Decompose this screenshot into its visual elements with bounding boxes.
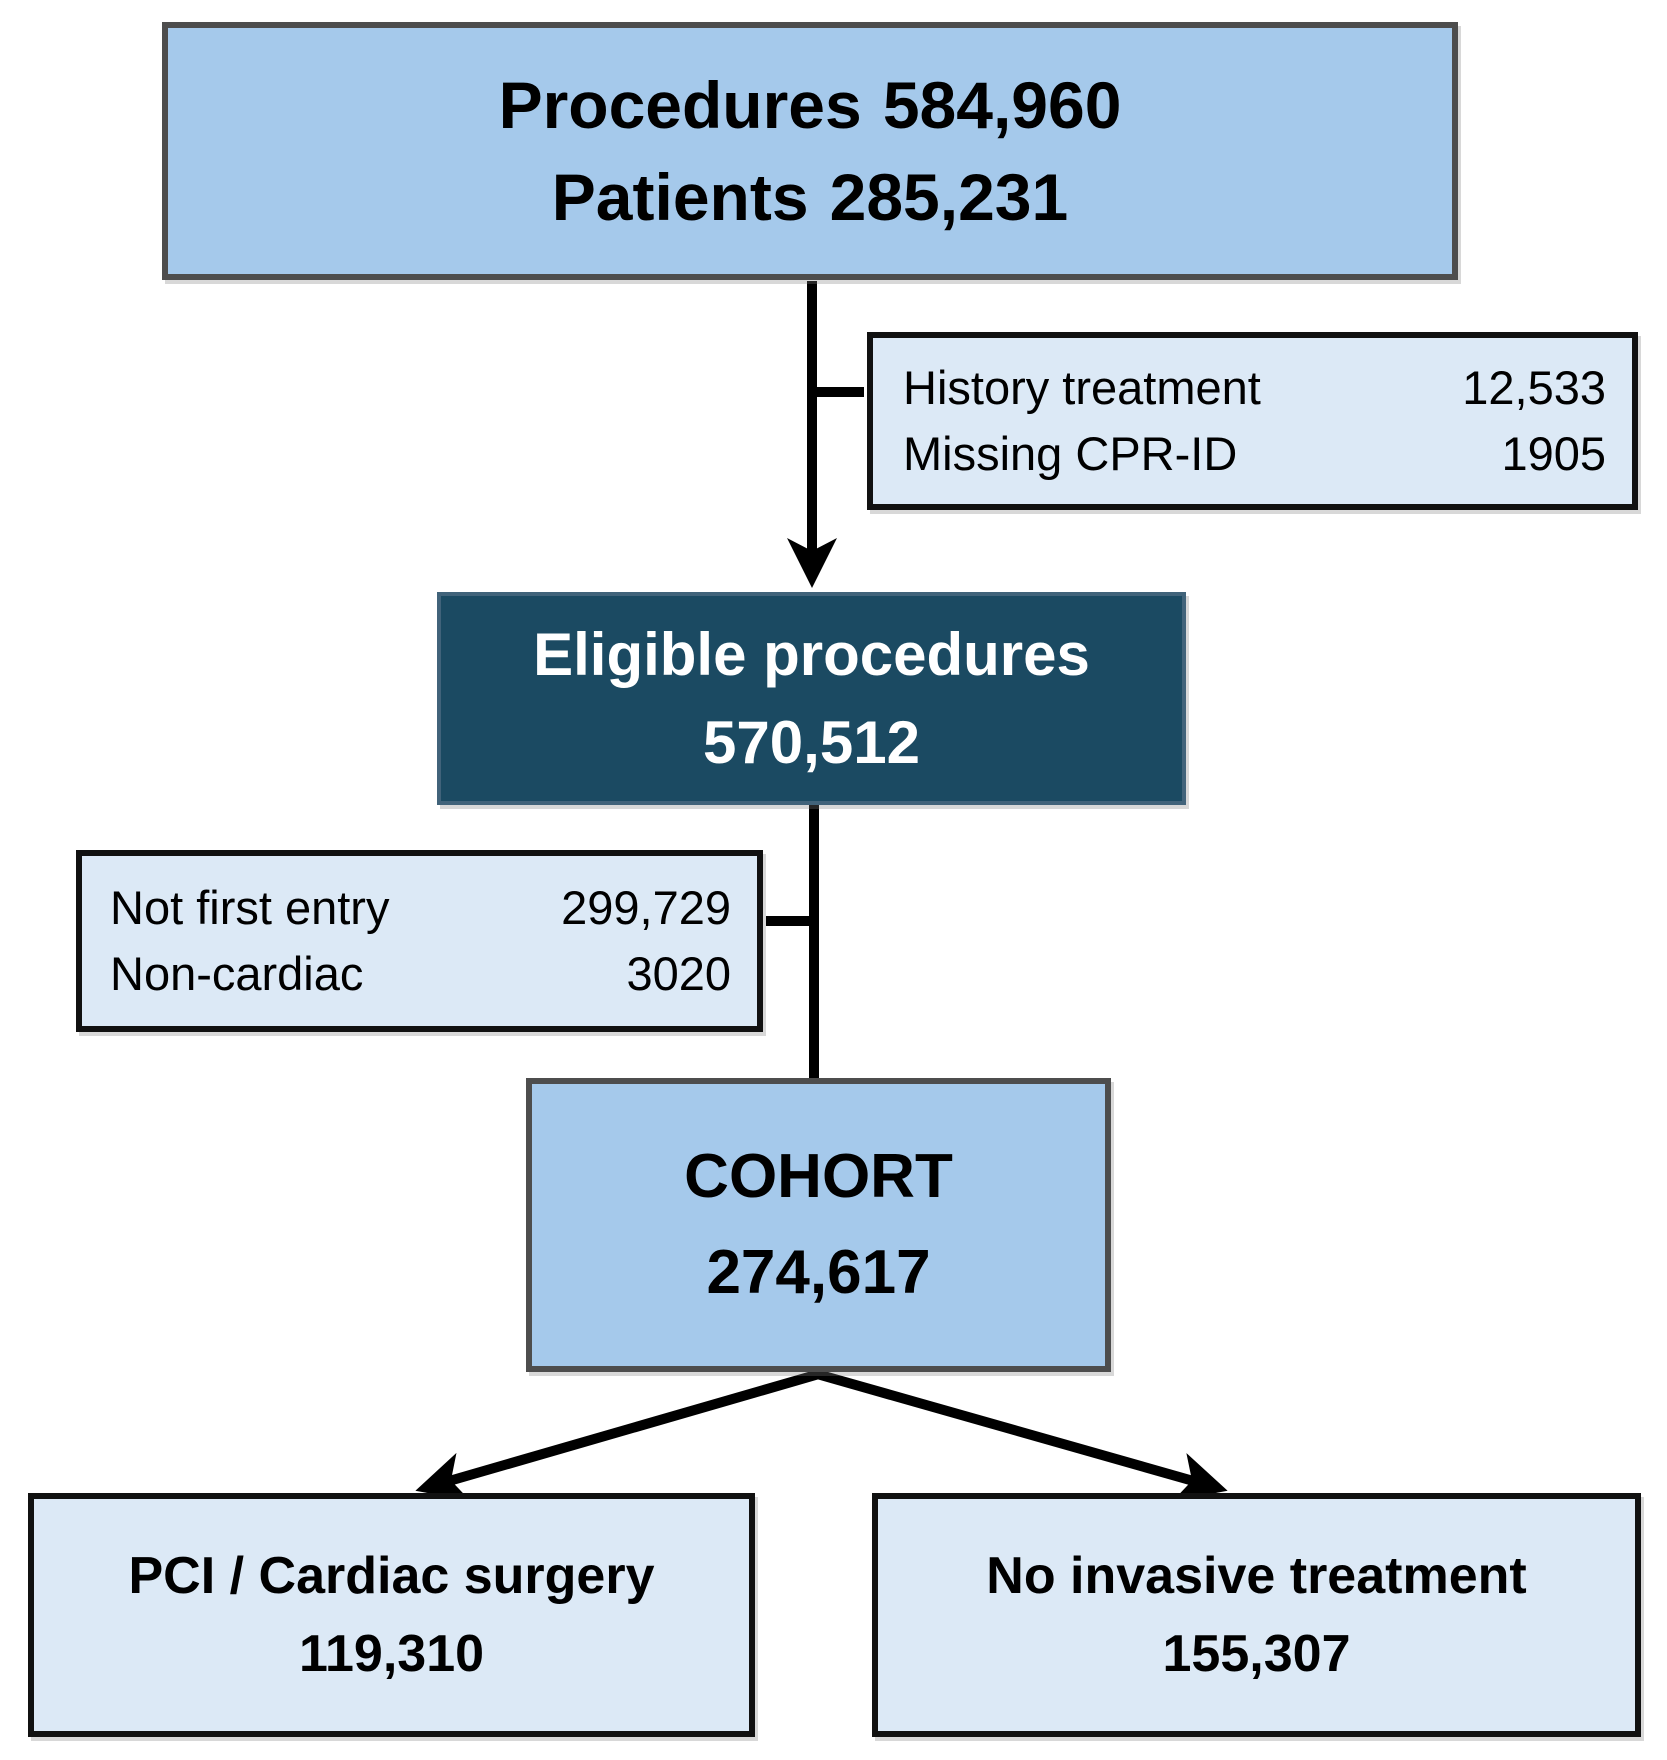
- eligible-title: Eligible procedures: [533, 620, 1090, 688]
- patients-line: Patients 285,231: [552, 151, 1068, 243]
- connector-cohort-to-pci: [415, 1369, 821, 1501]
- pci-surgery-value: 119,310: [298, 1625, 485, 1683]
- not-first-entry-label: Not first entry: [110, 881, 390, 934]
- procedures-value: 584,960: [882, 68, 1122, 142]
- non-cardiac-label: Non-cardiac: [110, 947, 364, 1000]
- exclusion-row: History treatment 12,533: [873, 355, 1632, 421]
- procedures-line: Procedures 584,960: [499, 59, 1122, 151]
- cohort-box: COHORT 274,617: [526, 1078, 1111, 1372]
- no-invasive-title: No invasive treatment: [986, 1547, 1527, 1605]
- connector-cohort-to-no-invasive: [815, 1369, 1228, 1502]
- pci-surgery-box: PCI / Cardiac surgery 119,310: [28, 1493, 755, 1737]
- exclusion-row: Not first entry 299,729: [82, 875, 757, 941]
- patients-value: 285,231: [829, 160, 1069, 234]
- history-treatment-label: History treatment: [903, 361, 1261, 414]
- no-invasive-box: No invasive treatment 155,307: [872, 1493, 1641, 1737]
- no-invasive-value: 155,307: [1162, 1625, 1351, 1683]
- cohort-title: COHORT: [684, 1142, 953, 1211]
- exclusion-mid-box: Not first entry 299,729 Non-cardiac 3020: [76, 850, 763, 1032]
- patients-label: Patients: [551, 160, 809, 234]
- non-cardiac-value: 3020: [626, 947, 731, 1000]
- procedures-label: Procedures: [498, 68, 862, 142]
- missing-cprid-label: Missing CPR-ID: [903, 427, 1238, 480]
- procedures-box: Procedures 584,960 Patients 285,231: [162, 22, 1458, 280]
- not-first-entry-value: 299,729: [561, 881, 731, 934]
- eligible-value: 570,512: [703, 708, 920, 776]
- exclusion-top-box: History treatment 12,533 Missing CPR-ID …: [867, 332, 1638, 510]
- exclusion-row: Non-cardiac 3020: [82, 941, 757, 1007]
- pci-surgery-title: PCI / Cardiac surgery: [128, 1547, 655, 1605]
- cohort-value: 274,617: [706, 1238, 931, 1307]
- exclusion-row: Missing CPR-ID 1905: [873, 421, 1632, 487]
- missing-cprid-value: 1905: [1501, 427, 1606, 480]
- eligible-procedures-box: Eligible procedures 570,512: [437, 592, 1186, 805]
- history-treatment-value: 12,533: [1462, 361, 1606, 414]
